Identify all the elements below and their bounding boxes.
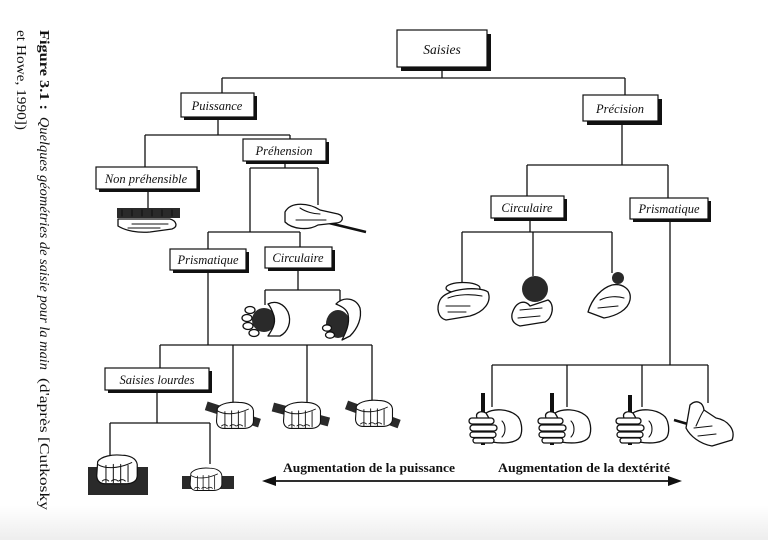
figure-caption: Figure 3.1 : Quelques géométries de sais… bbox=[13, 30, 51, 510]
power-circular-grasp-disk-illustration bbox=[321, 298, 362, 341]
node-precision-prismatic-label: Prismatique bbox=[637, 202, 700, 216]
node-power-prismatic: Prismatique bbox=[169, 248, 249, 273]
node-power-circular: Circulaire bbox=[264, 246, 335, 271]
node-heavy: Saisies lourdes bbox=[104, 367, 212, 393]
precision-circular-disk-illustration bbox=[437, 281, 490, 321]
connector-heavy bbox=[109, 390, 211, 464]
node-precision-circular-label: Circulaire bbox=[501, 201, 553, 215]
node-precision-prismatic: Prismatique bbox=[629, 197, 711, 222]
tree-connectors bbox=[109, 67, 709, 464]
connector-power-circular bbox=[264, 268, 341, 305]
scale-arrow-right-head bbox=[668, 476, 682, 486]
node-root-label: Saisies bbox=[423, 42, 461, 57]
prehensile-stick-hand-illustration bbox=[284, 203, 367, 234]
precision-prismatic-grasp-1-illustration bbox=[468, 393, 523, 445]
connector-root bbox=[221, 67, 626, 95]
node-precision: Précision bbox=[582, 94, 662, 125]
precision-prismatic-grasp-3-illustration bbox=[615, 395, 670, 445]
node-precision-label: Précision bbox=[595, 102, 644, 116]
power-circular-grasp-ball-illustration bbox=[241, 301, 291, 338]
scan-shade bbox=[0, 505, 768, 540]
scale-left-label: Augmentation de la puissance bbox=[283, 461, 455, 475]
node-prehension: Préhension bbox=[242, 138, 329, 164]
node-root: Saisies bbox=[396, 29, 491, 71]
caption-source-line2: et Howe, 1990]) bbox=[13, 30, 28, 130]
precision-circular-ball-illustration bbox=[511, 276, 553, 327]
connector-power-prismatic bbox=[159, 270, 373, 402]
caption-figure-label: Figure 3.1 : bbox=[36, 30, 51, 110]
scale-right-label: Augmentation de la dextérité bbox=[498, 461, 670, 475]
caption-source-line1: (d'après [Cutkosky bbox=[36, 378, 51, 510]
node-power-circular-label: Circulaire bbox=[272, 251, 324, 265]
connector-precision-circular bbox=[461, 218, 613, 283]
caption-title: Quelques géométries de saisie pour la ma… bbox=[36, 117, 51, 370]
scale-arrow-left-head bbox=[262, 476, 276, 486]
heavy-wrap-block-illustration bbox=[88, 454, 148, 495]
node-prehension-label: Préhension bbox=[255, 144, 313, 158]
precision-circular-small-ball-illustration bbox=[587, 272, 631, 319]
connector-precision-prismatic bbox=[491, 219, 709, 407]
connector-prehension bbox=[207, 161, 319, 249]
non-prehensile-hand-illustration bbox=[117, 208, 180, 233]
power-prismatic-grasp-3-illustration bbox=[344, 399, 401, 429]
node-heavy-label: Saisies lourdes bbox=[120, 373, 195, 387]
connector-precision bbox=[526, 121, 669, 198]
node-non-prehensile: Non préhensible bbox=[95, 166, 200, 192]
power-dexterity-scale: Augmentation de la puissance Augmentatio… bbox=[262, 461, 682, 486]
node-power-label: Puissance bbox=[191, 99, 243, 113]
node-precision-circular: Circulaire bbox=[490, 195, 567, 221]
node-non-prehensile-label: Non préhensible bbox=[104, 172, 188, 186]
heavy-wrap-bar-illustration bbox=[182, 467, 234, 492]
precision-prismatic-pen-grasp-illustration bbox=[673, 401, 734, 447]
node-power: Puissance bbox=[180, 92, 257, 120]
power-prismatic-grasp-1-illustration bbox=[204, 401, 261, 430]
precision-prismatic-grasp-2-illustration bbox=[537, 393, 592, 445]
node-power-prismatic-label: Prismatique bbox=[176, 253, 239, 267]
power-prismatic-grasp-2-illustration bbox=[271, 401, 331, 430]
